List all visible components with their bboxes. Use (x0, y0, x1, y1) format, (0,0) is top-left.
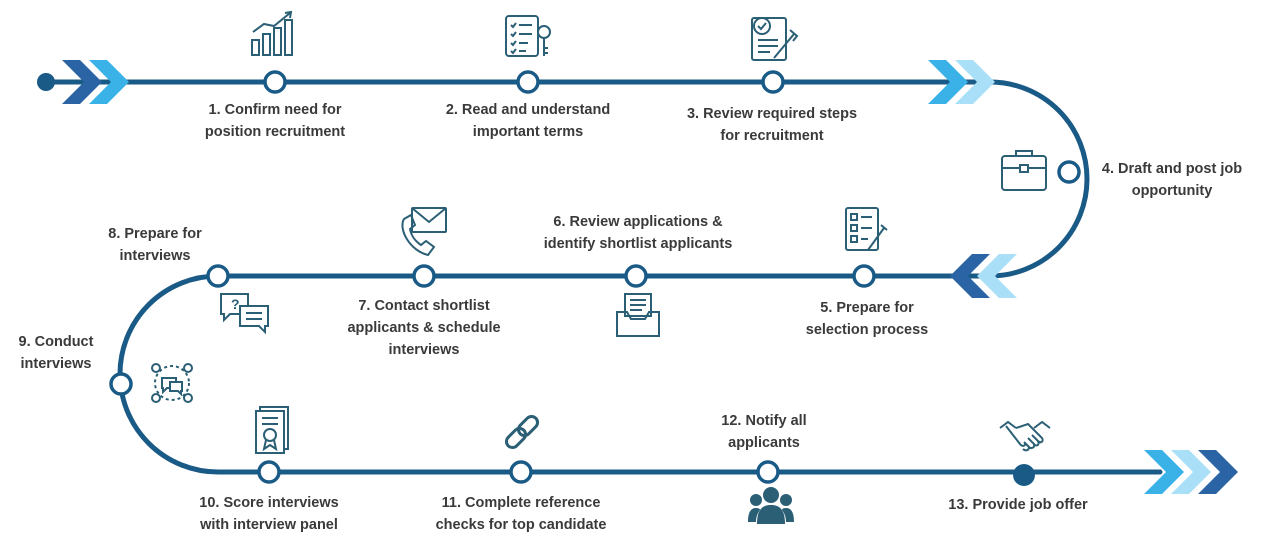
chevron-mid (89, 60, 129, 104)
step-12-node (756, 460, 780, 484)
step-3-label-line-1: 3. Review required steps (686, 106, 858, 122)
step-10-node (257, 460, 281, 484)
step-9-label-line-1: 9. Conduct (18, 334, 94, 350)
step-13-label: 13. Provide job offer (918, 494, 1118, 516)
step-11-node (509, 460, 533, 484)
step-1-label: 1. Confirm need for position recruitment (170, 99, 380, 143)
step-2-label: 2. Read and understand important terms (423, 99, 633, 143)
step-8-node (206, 264, 230, 288)
start-chevrons (62, 60, 129, 104)
step-12-label-line-2: applicants (728, 435, 800, 451)
step-4-label: 4. Draft and post job opportunity (1084, 158, 1260, 202)
step-4-label-line-1: 4. Draft and post job (1101, 161, 1243, 177)
step-5-node (852, 264, 876, 288)
start-dot (37, 73, 55, 91)
briefcase-icon (1001, 150, 1047, 191)
step-4-label-line-2: opportunity (1131, 183, 1213, 199)
step-1-label-line-2: position recruitment (204, 124, 346, 140)
step-2-label-line-1: 2. Read and understand (445, 102, 611, 118)
step-1-label-line-1: 1. Confirm need for (208, 102, 342, 118)
end-chevrons (1144, 450, 1238, 494)
step-10-label-line-2: with interview panel (200, 517, 338, 533)
step-12-label-line-1: 12. Notify all (721, 413, 807, 429)
checklist-key-icon (505, 15, 551, 57)
step-9-node (109, 372, 133, 396)
step-6-label-line-2: identify shortlist applicants (543, 236, 733, 252)
chevron-light (955, 60, 995, 104)
step-9-label-line-2: interviews (20, 356, 92, 372)
question-chat-icon: ? (220, 293, 269, 335)
step-2-node (516, 70, 540, 94)
step-6-label: 6. Review applications & identify shortl… (518, 211, 758, 255)
step-6-node (624, 264, 648, 288)
step-10-label: 10. Score interviews with interview pane… (164, 492, 374, 536)
roadmap-path (43, 79, 1163, 475)
step-7-label-line-1: 7. Contact shortlist (358, 298, 490, 314)
step-10-label-line-1: 10. Score interviews (199, 495, 339, 511)
chevron-light (977, 254, 1017, 298)
step-3-label-line-2: for recruitment (720, 128, 824, 144)
chevron-dark (62, 60, 102, 104)
step-4-node (1057, 160, 1081, 184)
chevron-mid (1144, 450, 1184, 494)
checklist-pen-icon (845, 207, 888, 251)
document-review-icon (751, 17, 799, 61)
step-6-label-line-1: 6. Review applications & (553, 214, 723, 230)
step-3-label: 3. Review required steps for recruitment (667, 103, 877, 147)
step-8-label-line-2: interviews (119, 248, 191, 264)
chevron-dark (950, 254, 990, 298)
step-7-label-line-2: applicants & schedule (347, 320, 501, 336)
phone-mail-icon (401, 207, 447, 257)
step-13-label-line-1: 13. Provide job offer (948, 497, 1088, 513)
group-discussion-icon (151, 363, 193, 403)
chain-link-icon (504, 414, 540, 450)
top-right-chevrons (928, 60, 995, 104)
step-5-label: 5. Prepare for selection process (772, 297, 962, 341)
people-group-icon (748, 487, 794, 524)
step-7-node (412, 264, 436, 288)
chevron-light (1171, 450, 1211, 494)
step-8-label: 8. Prepare for interviews (84, 223, 226, 267)
step-7-label-line-3: interviews (388, 342, 460, 358)
step-2-label-line-2: important terms (472, 124, 584, 140)
middle-chevrons (950, 254, 1017, 298)
certificate-icon (255, 406, 289, 454)
step-1-node (263, 70, 287, 94)
chevron-mid (928, 60, 968, 104)
step-13-node (1013, 464, 1035, 486)
step-11-label: 11. Complete reference checks for top ca… (404, 492, 638, 536)
bar-chart-icon (251, 10, 293, 56)
svg-text:?: ? (231, 296, 240, 312)
step-8-label-line-1: 8. Prepare for (108, 226, 202, 242)
step-11-label-line-1: 11. Complete reference (441, 495, 601, 511)
step-5-label-line-2: selection process (805, 322, 929, 338)
file-tray-icon (616, 293, 660, 337)
step-11-label-line-2: checks for top candidate (435, 517, 607, 533)
step-7-label: 7. Contact shortlist applicants & schedu… (322, 295, 526, 361)
step-9-label: 9. Conduct interviews (4, 331, 108, 375)
step-12-label: 12. Notify all applicants (694, 410, 834, 454)
chevron-dark (1198, 450, 1238, 494)
handshake-icon (999, 420, 1051, 452)
step-3-node (761, 70, 785, 94)
step-5-label-line-1: 5. Prepare for (820, 300, 914, 316)
